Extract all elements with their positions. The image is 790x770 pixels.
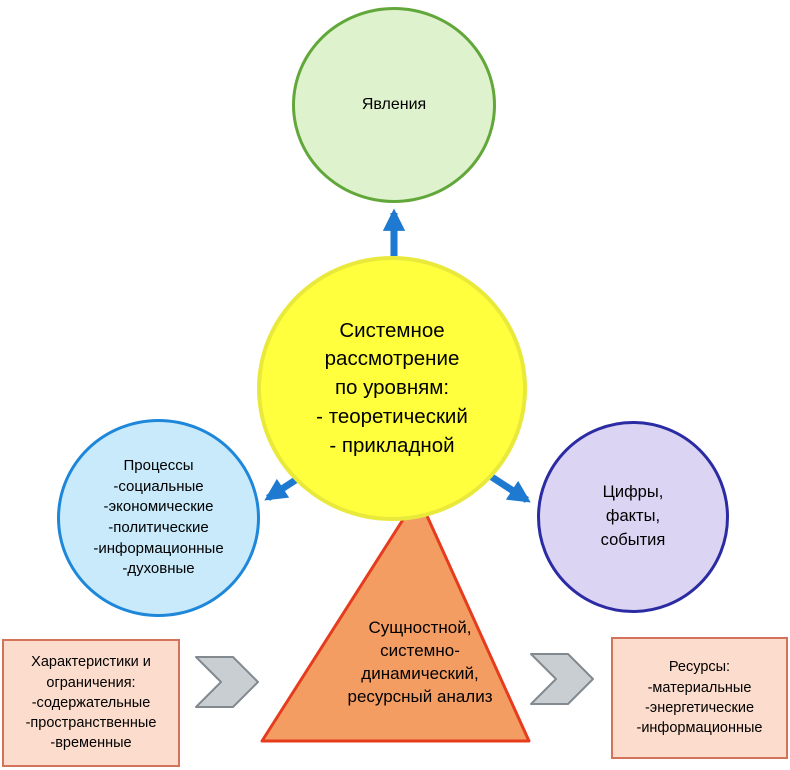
system-review-circle: Системное рассмотрение по уровням: - тео… [257,256,527,521]
resources-label: Ресурсы: -материальные -энергетические -… [636,659,763,737]
chevron-arrow-right-icon [530,653,594,705]
facts-circle: Цифры, факты, события [537,421,729,613]
characteristics-label: Характеристики и ограничения: -содержате… [25,654,157,752]
system-review-label: Системное рассмотрение по уровням: - тео… [316,318,468,457]
chevron-arrow-left-icon [195,656,259,708]
phenomena-circle: Явления [292,7,496,203]
processes-label: Процессы -социальные -экономические -пол… [93,456,224,578]
analysis-triangle-label: Сущностной, системно- динамический, ресу… [347,618,493,706]
processes-circle: Процессы -социальные -экономические -пол… [57,419,260,617]
analysis-triangle [260,494,531,743]
facts-label: Цифры, факты, события [600,483,666,549]
characteristics-box: Характеристики и ограничения: -содержате… [2,639,180,767]
phenomena-label: Явления [361,96,427,114]
resources-box: Ресурсы: -материальные -энергетические -… [611,637,788,759]
